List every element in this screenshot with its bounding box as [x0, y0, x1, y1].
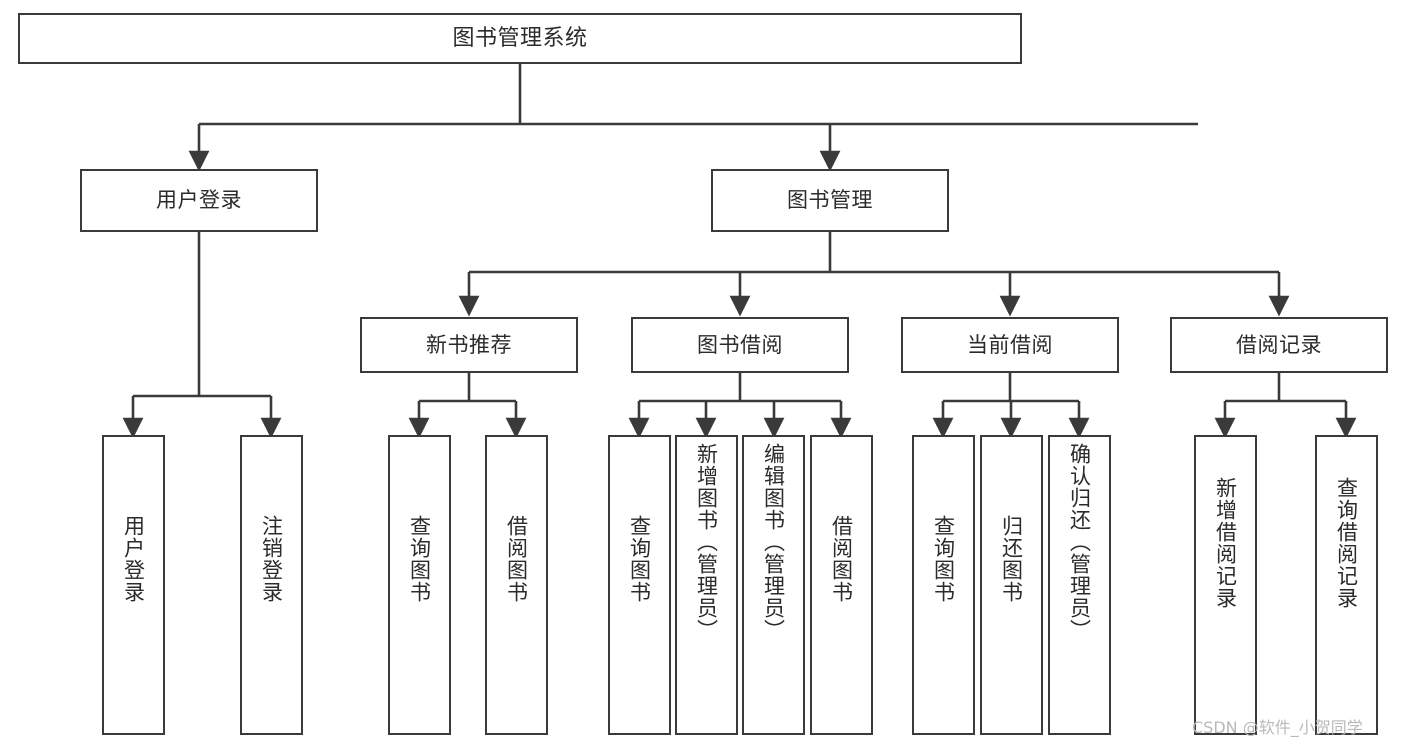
node-label: 用户登录 — [156, 188, 242, 213]
leaf-new-book-query-book[interactable]: 查询图书 — [388, 435, 451, 735]
node-label: 注销登录 — [259, 515, 284, 603]
leaf-current-borrow-return-book[interactable]: 归还图书 — [980, 435, 1043, 735]
node-user-login[interactable]: 用户登录 — [80, 169, 318, 232]
leaf-book-borrow-borrow-book[interactable]: 借阅图书 — [810, 435, 873, 735]
leaf-borrow-record-add-record[interactable]: 新增借阅记录 — [1194, 435, 1257, 735]
node-label: 新书推荐 — [426, 332, 512, 357]
node-label: 新增借阅记录 — [1213, 477, 1238, 609]
watermark: CSDN @软件_小贺同学 — [1192, 718, 1363, 737]
node-label: 确认归还（管理员） — [1067, 443, 1092, 641]
node-label: 图书管理 — [787, 188, 873, 213]
node-label: 用户登录 — [121, 515, 146, 603]
leaf-user-login-login[interactable]: 用户登录 — [102, 435, 165, 735]
node-borrow-record[interactable]: 借阅记录 — [1170, 317, 1388, 373]
node-label: 查询图书 — [931, 515, 956, 603]
node-current-borrowing[interactable]: 当前借阅 — [901, 317, 1119, 373]
node-label: 编辑图书（管理员） — [761, 443, 786, 641]
node-label: 借阅记录 — [1236, 332, 1322, 357]
leaf-book-borrow-add-book-admin[interactable]: 新增图书（管理员） — [675, 435, 738, 735]
leaf-book-borrow-query-book[interactable]: 查询图书 — [608, 435, 671, 735]
node-label: 借阅图书 — [504, 515, 529, 603]
node-book-borrowing[interactable]: 图书借阅 — [631, 317, 849, 373]
leaf-new-book-borrow-book[interactable]: 借阅图书 — [485, 435, 548, 735]
node-new-book-recommendation[interactable]: 新书推荐 — [360, 317, 578, 373]
node-label: 查询图书 — [627, 515, 652, 603]
leaf-user-login-logout[interactable]: 注销登录 — [240, 435, 303, 735]
node-label: 查询借阅记录 — [1334, 477, 1359, 609]
leaf-current-borrow-confirm-return-admin[interactable]: 确认归还（管理员） — [1048, 435, 1111, 735]
node-label: 归还图书 — [999, 515, 1024, 603]
leaf-borrow-record-query-record[interactable]: 查询借阅记录 — [1315, 435, 1378, 735]
node-label: 图书管理系统 — [452, 25, 588, 51]
node-book-management[interactable]: 图书管理 — [711, 169, 949, 232]
node-label: 新增图书（管理员） — [694, 443, 719, 641]
leaf-book-borrow-edit-book-admin[interactable]: 编辑图书（管理员） — [742, 435, 805, 735]
node-label: 当前借阅 — [967, 332, 1053, 357]
node-label: 图书借阅 — [697, 332, 783, 357]
node-label: 查询图书 — [407, 515, 432, 603]
node-root-book-management-system[interactable]: 图书管理系统 — [18, 13, 1022, 64]
node-label: 借阅图书 — [829, 515, 854, 603]
leaf-current-borrow-query-book[interactable]: 查询图书 — [912, 435, 975, 735]
